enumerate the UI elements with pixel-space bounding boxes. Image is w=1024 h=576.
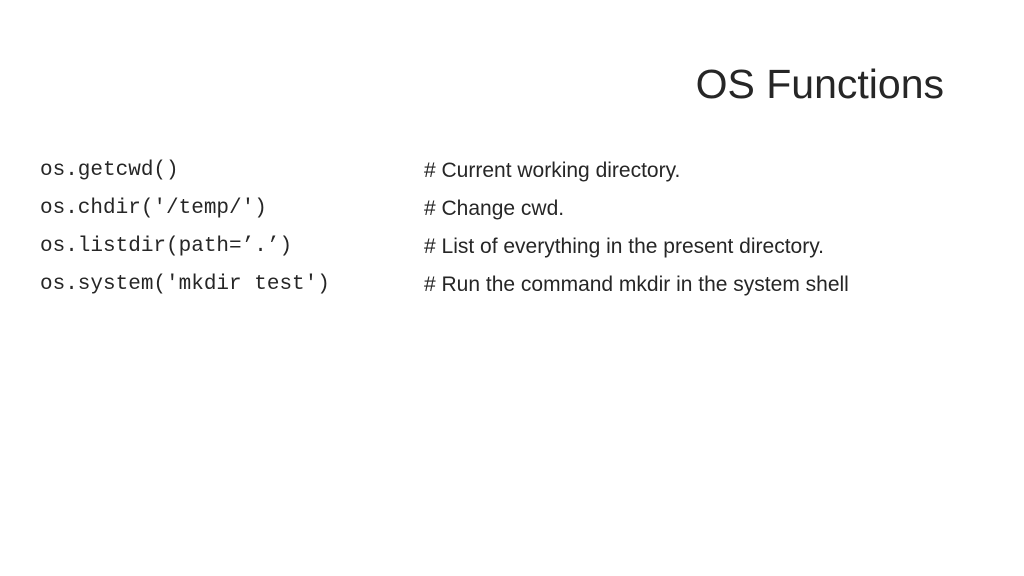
code-comment: # Run the command mkdir in the system sh… [424, 273, 849, 296]
code-list: os.getcwd() # Current working directory.… [40, 152, 980, 304]
code-row: os.system('mkdir test') # Run the comman… [40, 266, 980, 304]
code-snippet: os.listdir(path=’.’) [40, 235, 293, 258]
code-comment: # List of everything in the present dire… [424, 235, 824, 258]
code-snippet: os.getcwd() [40, 159, 179, 182]
slide-title: OS Functions [695, 61, 944, 107]
code-snippet: os.chdir('/temp/') [40, 197, 267, 220]
code-row: os.chdir('/temp/') # Change cwd. [40, 190, 980, 228]
code-comment: # Current working directory. [424, 159, 681, 182]
code-comment: # Change cwd. [424, 197, 565, 220]
code-row: os.listdir(path=’.’) # List of everythin… [40, 228, 980, 266]
code-row: os.getcwd() # Current working directory. [40, 152, 980, 190]
code-snippet: os.system('mkdir test') [40, 273, 330, 296]
